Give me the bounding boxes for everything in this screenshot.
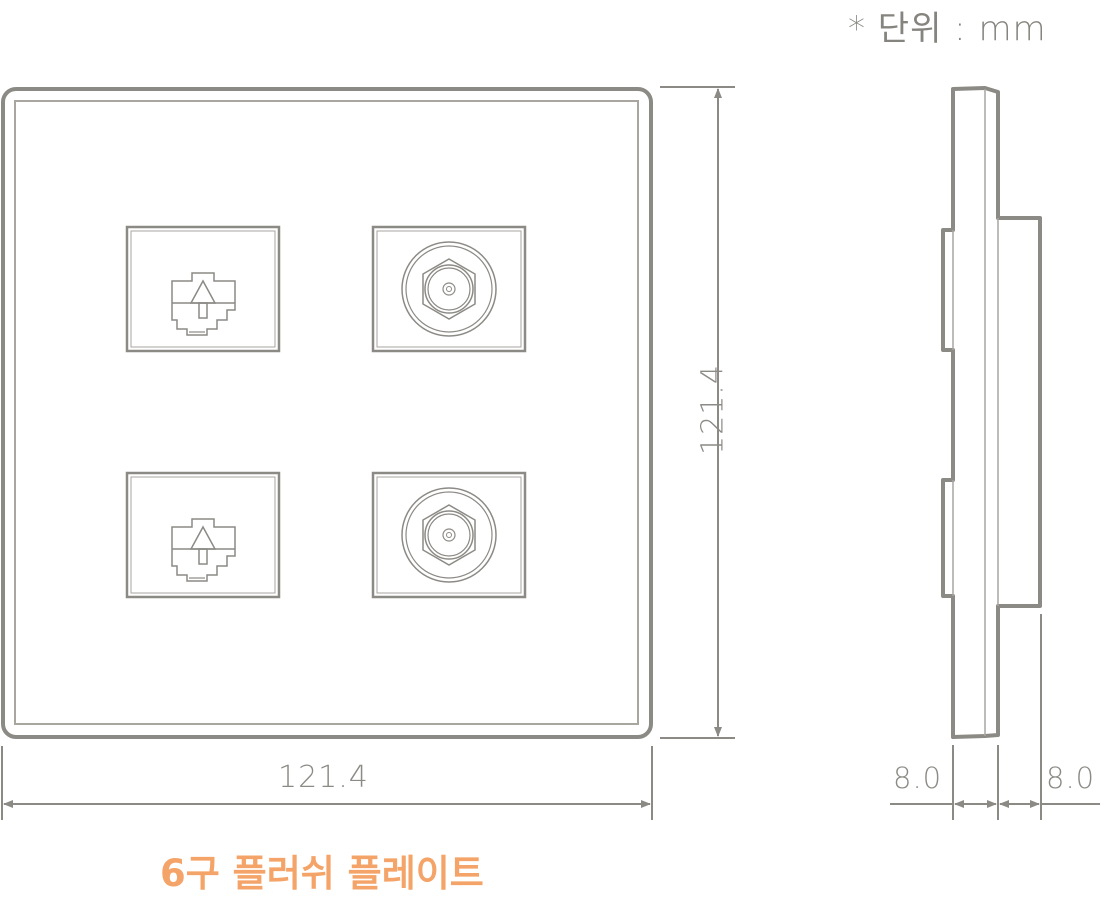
unit-note: * 단위 : mm (848, 9, 1047, 49)
front-depth-label: 8.0 (893, 761, 943, 795)
depth-dimension (890, 614, 1100, 820)
product-caption: 6구 플러쉬 플레이트 (160, 852, 484, 895)
coax-socket-icon (371, 225, 527, 353)
width-dimension (1, 746, 653, 820)
width-dimension-label: 121.4 (278, 760, 369, 795)
rj45-socket-icon (125, 225, 281, 353)
rj45-socket-icon (125, 471, 281, 599)
height-dimension-label: 121.4 (695, 364, 731, 455)
faceplate-inner (14, 100, 639, 725)
faceplate-outer (1, 87, 653, 739)
side-plate-outline (941, 86, 1042, 739)
side-view (941, 86, 1042, 739)
coax-socket-icon (371, 471, 527, 599)
front-view (1, 87, 653, 739)
back-depth-label: 8.0 (1046, 761, 1096, 795)
height-dimension (660, 86, 735, 739)
